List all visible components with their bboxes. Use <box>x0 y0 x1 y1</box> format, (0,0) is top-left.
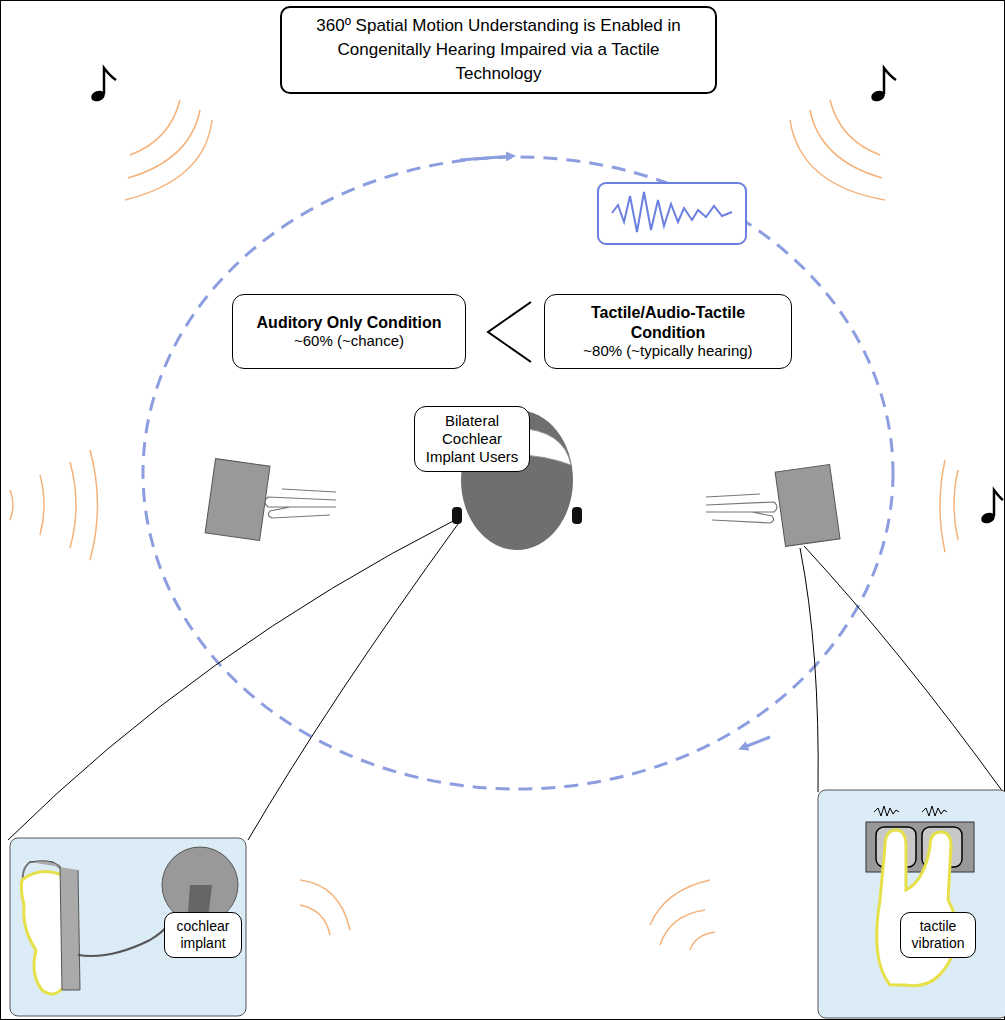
part-label: cochlear implant <box>164 912 242 958</box>
tactile-panel <box>818 790 1005 1018</box>
tactile-vibration-drawing <box>866 806 974 986</box>
node-heading: Auditory Only Condition <box>257 313 442 332</box>
node-heading: Bilateral Cochlear Implant Users <box>422 412 522 466</box>
tactile-device <box>205 459 840 547</box>
node-heading: tactile vibration <box>908 918 968 952</box>
condition-box: Tactile/Audio-Tactile Condition~80% (~ty… <box>544 294 792 369</box>
less-than-symbol <box>488 302 531 362</box>
waveform <box>612 192 732 232</box>
cochlear-implant-drawing <box>21 847 238 994</box>
waveform-box <box>598 183 746 244</box>
node-heading: Tactile/Audio-Tactile Condition <box>552 303 784 341</box>
motion-path <box>143 157 893 789</box>
sound-waves <box>10 100 958 950</box>
node-body: ~60% (~chance) <box>294 332 404 350</box>
part-label: tactile vibration <box>900 912 976 958</box>
music-note <box>90 68 1003 525</box>
node-body: ~80% (~typically hearing) <box>583 342 752 360</box>
node-heading: cochlear implant <box>172 918 234 952</box>
motion-arrow <box>460 156 512 160</box>
participant-label: Bilateral Cochlear Implant Users <box>414 406 530 472</box>
motion-arrow <box>742 737 770 748</box>
title-text: 360º Spatial Motion Understanding is Ena… <box>294 14 704 86</box>
title-box: 360º Spatial Motion Understanding is Ena… <box>280 6 717 94</box>
condition-box: Auditory Only Condition~60% (~chance) <box>232 294 466 369</box>
cochlear-panel <box>10 838 246 1016</box>
